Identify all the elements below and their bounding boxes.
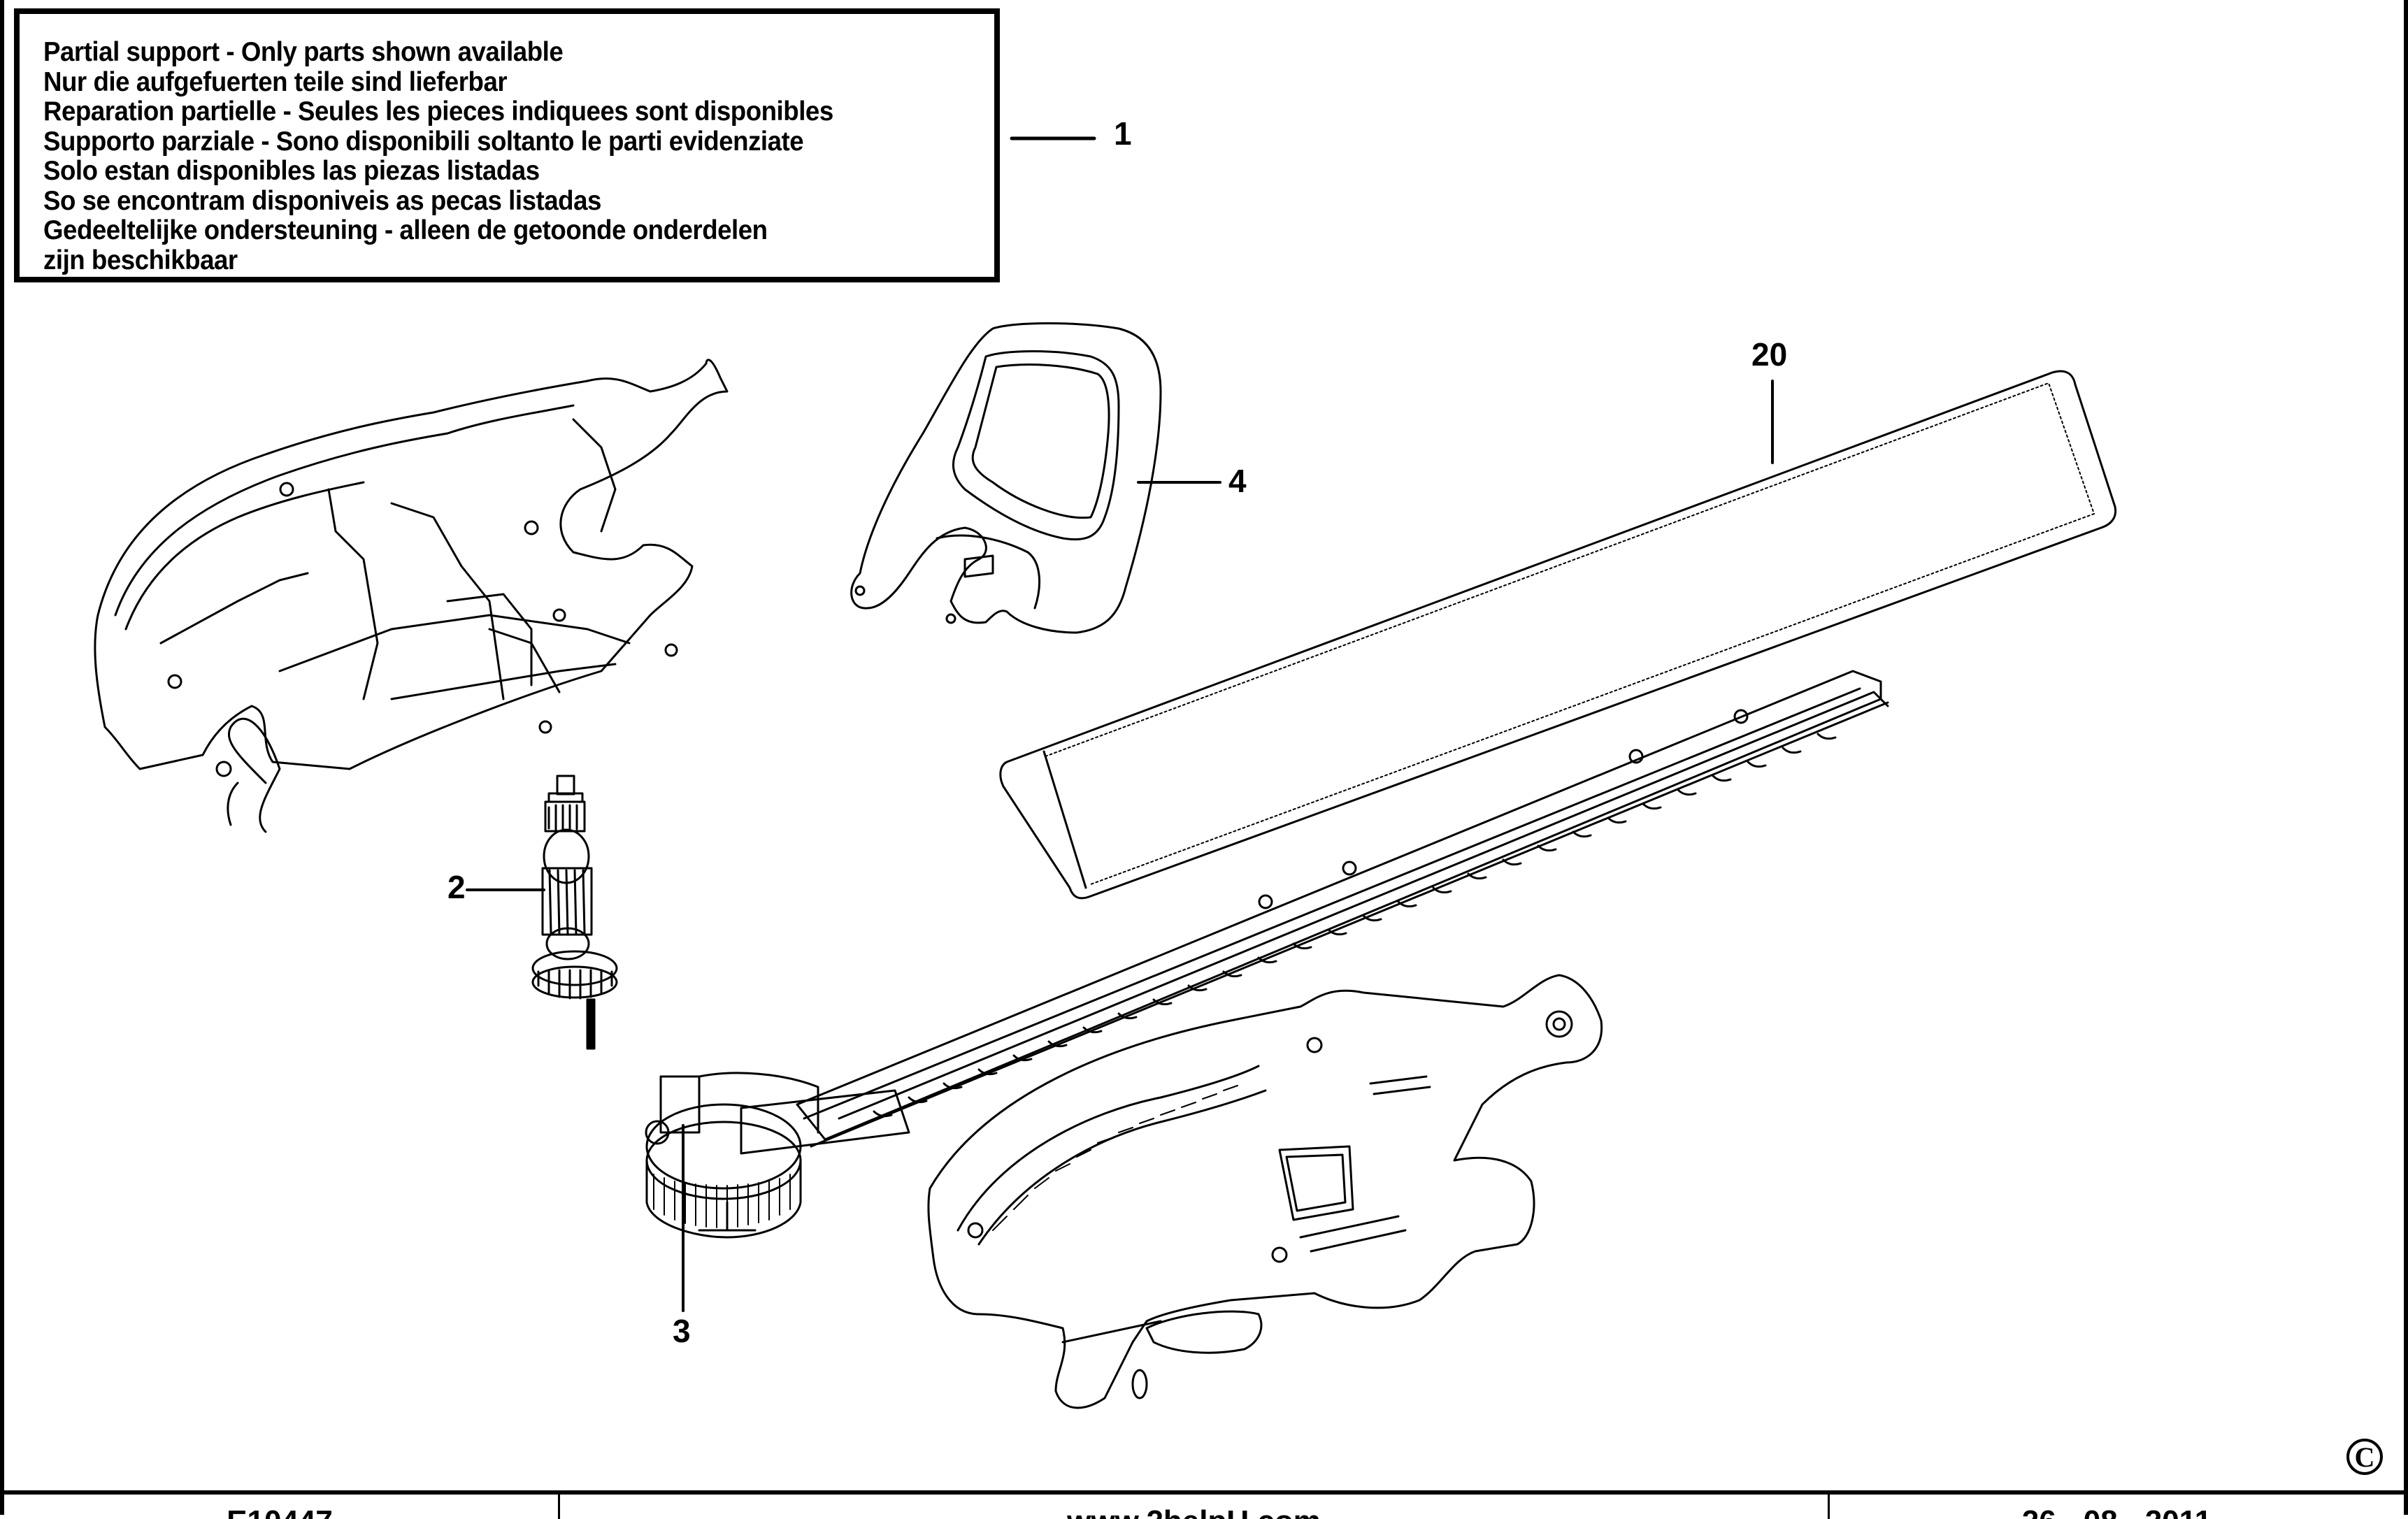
callout-2-label: 2 bbox=[447, 869, 466, 905]
copyright-letter: C bbox=[2354, 1441, 2375, 1473]
footer-website-cell: www.2helpU.com bbox=[559, 1495, 1828, 1519]
armature-part bbox=[531, 775, 618, 1050]
notice-line: Solo estan disponibles las piezas listad… bbox=[43, 156, 540, 186]
footer-divider bbox=[558, 1495, 560, 1519]
notice-lines: Partial support - Only parts shown avail… bbox=[43, 37, 884, 275]
notice-line: Reparation partielle - Seules les pieces… bbox=[43, 96, 833, 127]
footer-model-number: E10447 bbox=[0, 1504, 559, 1519]
footer-divider bbox=[1828, 1495, 1830, 1519]
callout-1-label: 1 bbox=[1114, 115, 1132, 152]
notice-line: Nur die aufgefuerten teile sind lieferba… bbox=[43, 66, 508, 97]
blade-sheath-part bbox=[999, 370, 2117, 900]
callout-3-label: 3 bbox=[673, 1313, 691, 1349]
notice-line: Supporto parziale - Sono disponibili sol… bbox=[43, 126, 804, 157]
notice-line: Gedeeltelijke ondersteuning - alleen de … bbox=[43, 215, 768, 245]
callout-20-label: 20 bbox=[1751, 336, 1787, 373]
frame-left-border bbox=[0, 0, 4, 1515]
blade-teeth bbox=[873, 733, 1837, 1118]
notice-line: Partial support - Only parts shown avail… bbox=[43, 37, 564, 67]
frame-right-border bbox=[2404, 0, 2408, 1515]
notice-line: So se encontram disponiveis as pecas lis… bbox=[43, 185, 601, 216]
copyright-icon: C bbox=[2346, 1439, 2383, 1475]
notice-line: zijn beschikbaar bbox=[43, 245, 238, 275]
partial-support-notice-box: Partial support - Only parts shown avail… bbox=[14, 8, 1000, 282]
footer-website: www.2helpU.com bbox=[559, 1504, 1828, 1519]
footer-model-cell: E10447 bbox=[0, 1495, 559, 1519]
footer-date-cell: 26 - 08 - 2011 bbox=[1830, 1495, 2404, 1519]
trimmer-body-part bbox=[927, 974, 1603, 1409]
vent-grille bbox=[992, 1085, 1238, 1231]
blade-assembly-part bbox=[645, 670, 1889, 1239]
handle-guard-part bbox=[850, 322, 1162, 634]
housing-left-part bbox=[94, 359, 729, 833]
footer-date: 26 - 08 - 2011 bbox=[1830, 1504, 2404, 1519]
callout-4-label: 4 bbox=[1228, 463, 1247, 499]
